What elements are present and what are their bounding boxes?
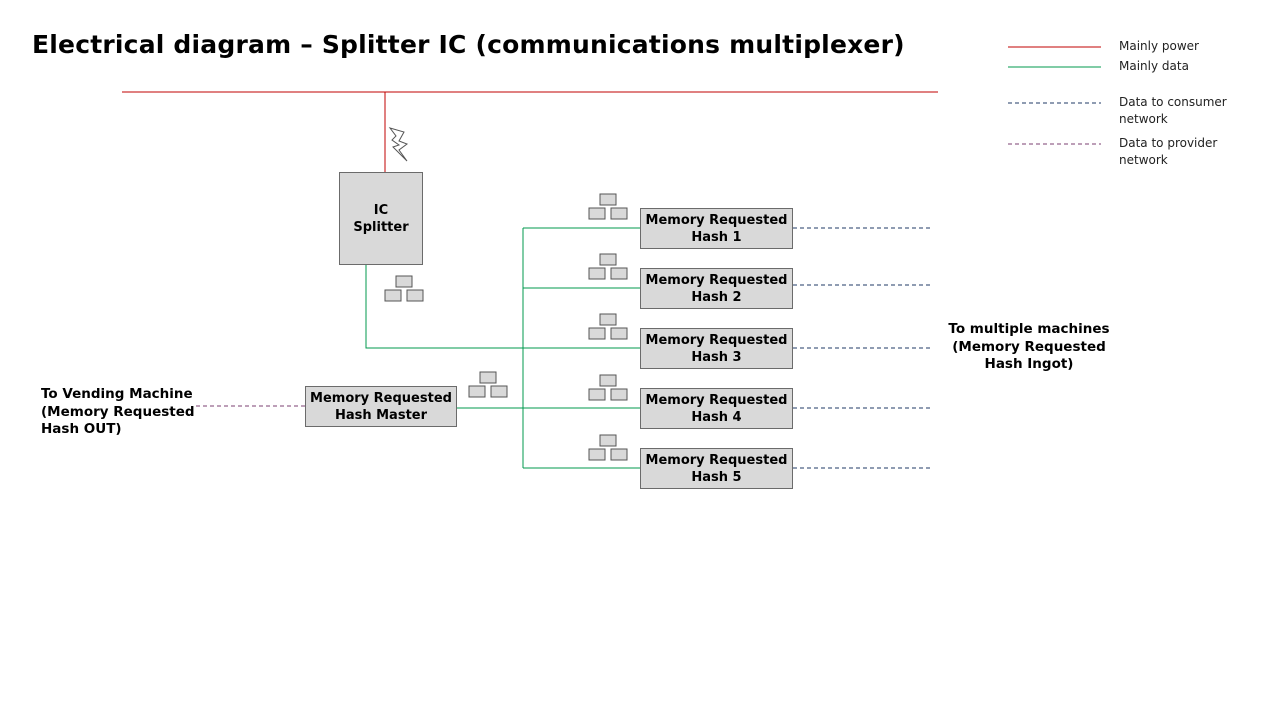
ic-splitter-label: IC Splitter: [353, 202, 409, 235]
data-lines: [365, 227, 640, 469]
legend-data-label: Mainly data: [1119, 59, 1189, 73]
legend-provider-label: Data to provider network: [1119, 136, 1218, 167]
multiple-machines-label: To multiple machines (Memory Requested H…: [948, 321, 1110, 372]
hash-2-label: Memory Requested Hash 2: [645, 272, 788, 305]
hash-2-box: Memory Requested Hash 2: [640, 268, 793, 309]
vending-machine-label: To Vending Machine (Memory Requested Has…: [41, 386, 195, 437]
hash-master-box: Memory Requested Hash Master: [305, 386, 457, 427]
network-switch-icon: [588, 434, 628, 461]
legend-power-label: Mainly power: [1119, 39, 1199, 53]
page-title: Electrical diagram – Splitter IC (commun…: [32, 30, 905, 59]
network-switch-icon: [384, 275, 424, 302]
hash-master-label: Memory Requested Hash Master: [310, 390, 452, 423]
hash-5-box: Memory Requested Hash 5: [640, 448, 793, 489]
hash-5-label: Memory Requested Hash 5: [645, 452, 788, 485]
network-switch-icon: [588, 313, 628, 340]
splitter-to-hash3-line: [365, 265, 640, 349]
hash-3-label: Memory Requested Hash 3: [645, 332, 788, 365]
hash-1-label: Memory Requested Hash 1: [645, 212, 788, 245]
ic-splitter-box: IC Splitter: [339, 172, 423, 265]
network-switch-icon: [588, 193, 628, 220]
network-switch-icon: [588, 374, 628, 401]
lightning-bolt-icon: [388, 127, 409, 162]
network-switch-icon: [588, 253, 628, 280]
hash-4-label: Memory Requested Hash 4: [645, 392, 788, 425]
network-switch-icon: [468, 371, 508, 398]
consumer-network-lines: [793, 227, 930, 469]
legend-consumer-label: Data to consumer network: [1119, 95, 1227, 126]
hash-1-box: Memory Requested Hash 1: [640, 208, 793, 249]
legend-swatches: [1008, 46, 1101, 145]
hash-4-box: Memory Requested Hash 4: [640, 388, 793, 429]
hash-3-box: Memory Requested Hash 3: [640, 328, 793, 369]
